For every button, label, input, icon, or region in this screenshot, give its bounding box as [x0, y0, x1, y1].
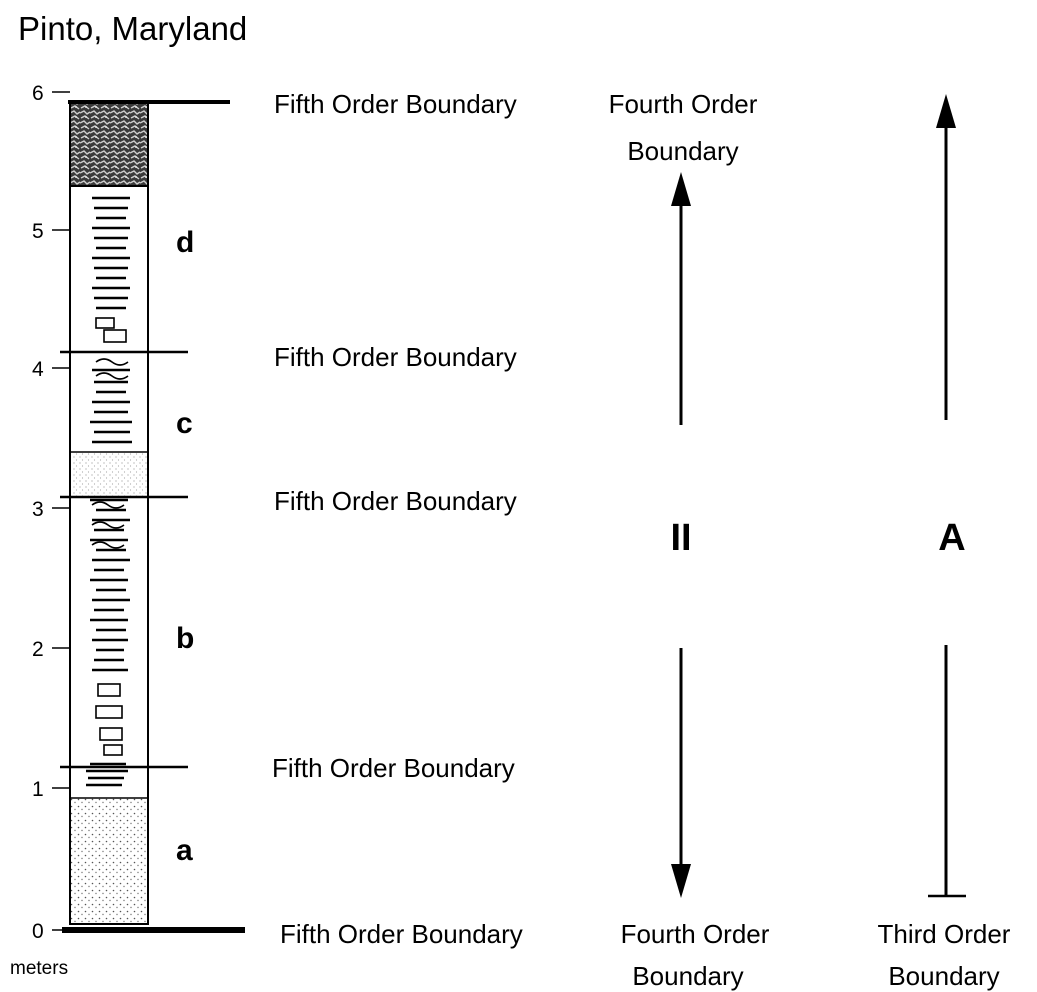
- unit-label-b: b: [176, 622, 194, 655]
- tick-label-4: 4: [32, 358, 44, 381]
- unit-c-beds: [90, 370, 132, 442]
- fifth-order-label-1m: Fifth Order Boundary: [272, 753, 515, 783]
- diagram-title: Pinto, Maryland: [18, 10, 247, 47]
- unit-label-d: d: [176, 226, 194, 259]
- stratigraphic-column: [70, 102, 148, 924]
- tick-label-3: 3: [32, 498, 44, 521]
- unit-a-sandstone: [70, 798, 148, 924]
- unit-d-beds: [92, 198, 130, 308]
- unit-c-base: [70, 452, 148, 498]
- fifth-order-label-4m: Fifth Order Boundary: [274, 342, 517, 372]
- tick-label-2: 2: [32, 638, 44, 661]
- fifth-order-label-top: Fifth Order Boundary: [274, 89, 517, 119]
- fourth-order-bottom-label-line1: Fourth Order: [621, 919, 770, 949]
- third-order-bottom-label-line2: Boundary: [888, 961, 999, 991]
- fourth-order-top-label-line1: Fourth Order: [609, 89, 758, 119]
- fourth-order-top-label-line2: Boundary: [627, 136, 738, 166]
- unit-b-beds: [86, 500, 130, 785]
- arrow-head-up-icon: [671, 172, 691, 206]
- arrow-head-down-icon: [671, 864, 691, 898]
- tick-label-6: 6: [32, 82, 44, 105]
- unit-d-cap: [70, 104, 148, 186]
- tick-label-1: 1: [32, 778, 44, 801]
- axis-unit-label: meters: [10, 958, 68, 979]
- unit-label-c: c: [176, 407, 193, 440]
- fifth-order-label-base: Fifth Order Boundary: [280, 919, 523, 949]
- third-order-bottom-label-line1: Third Order: [878, 919, 1011, 949]
- unit-label-a: a: [176, 834, 193, 867]
- arrow-head-up-icon: [936, 94, 956, 128]
- fifth-order-label-3m: Fifth Order Boundary: [274, 486, 517, 516]
- third-order-arrow: [928, 94, 966, 896]
- third-order-sequence-label: A: [938, 517, 965, 559]
- tick-label-0: 0: [32, 920, 44, 943]
- fourth-order-bottom-label-line2: Boundary: [632, 961, 743, 991]
- depth-axis: [52, 92, 70, 930]
- tick-label-5: 5: [32, 220, 44, 243]
- fourth-order-sequence-label: II: [670, 517, 691, 559]
